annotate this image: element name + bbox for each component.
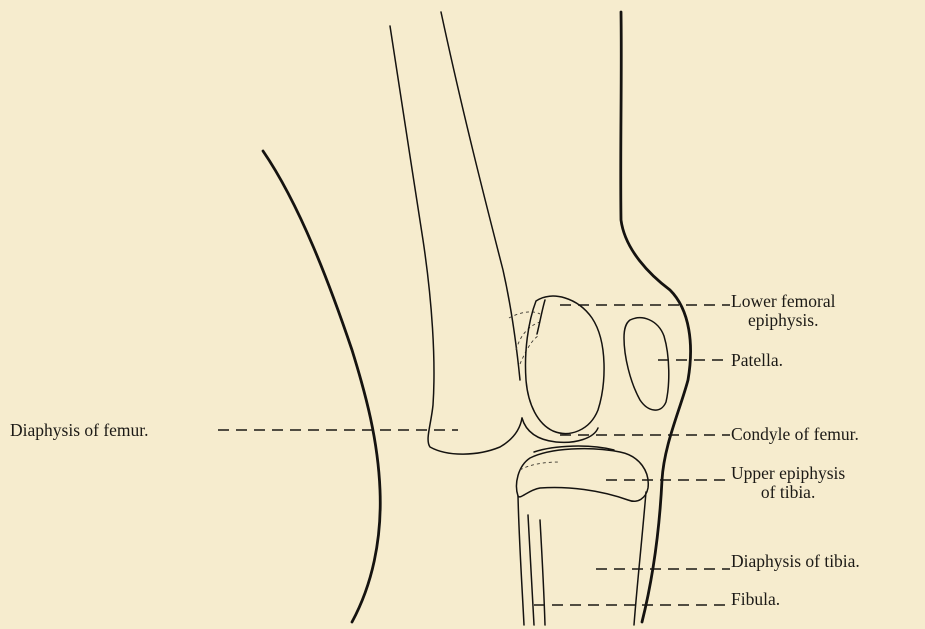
label-patella: Patella. <box>731 351 783 370</box>
label-diaphysis-of-tibia: Diaphysis of tibia. <box>731 552 860 571</box>
label-lower-femoral-epiphysis-line1: Lower femoral <box>731 291 835 311</box>
label-upper-epiphysis-line1: Upper epiphysis <box>731 463 845 483</box>
label-condyle-of-femur: Condyle of femur. <box>731 425 859 444</box>
label-upper-epiphysis-of-tibia: Upper epiphysis of tibia. <box>731 464 845 502</box>
label-diaphysis-of-femur: Diaphysis of femur. <box>10 421 149 440</box>
label-upper-epiphysis-line2: of tibia. <box>731 483 845 502</box>
label-lower-femoral-epiphysis-line2: epiphysis. <box>731 311 835 330</box>
label-lower-femoral-epiphysis: Lower femoral epiphysis. <box>731 292 835 330</box>
label-fibula: Fibula. <box>731 590 780 609</box>
